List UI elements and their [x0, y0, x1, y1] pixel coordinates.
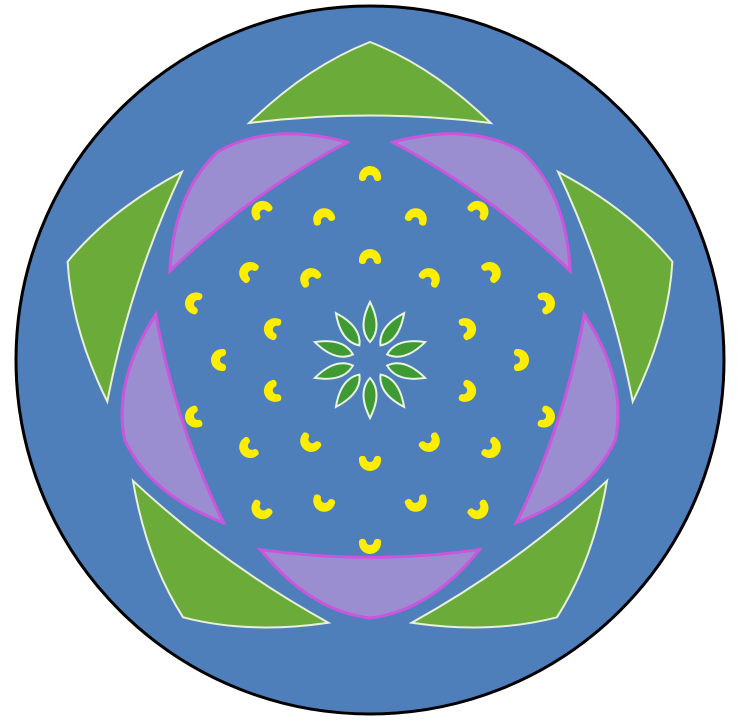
floral-diagram-svg [0, 0, 740, 721]
floral-diagram [0, 0, 740, 721]
